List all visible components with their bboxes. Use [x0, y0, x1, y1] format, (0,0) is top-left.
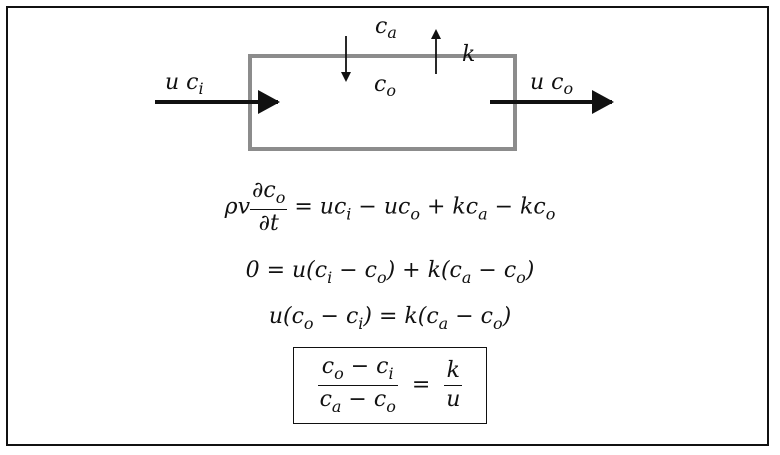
ambient-concentration-label: ca	[375, 14, 397, 42]
rate-constant-label: k	[462, 42, 476, 67]
time-derivative-fraction: ∂co∂t	[250, 178, 288, 236]
outlet-concentration-label: co	[374, 72, 396, 100]
equation-3: u(co − ci) = k(ca − co)	[268, 304, 512, 333]
figure-frame	[6, 6, 769, 446]
equation-2: 0 = u(ci − co) + k(ca − co)	[245, 258, 535, 287]
equation-1: ρv∂co∂t = uci − uco + kca − kco	[224, 178, 556, 236]
inflow-label: u ci	[165, 70, 204, 98]
outflow-label: u co	[530, 70, 574, 98]
control-volume-box	[248, 54, 517, 151]
